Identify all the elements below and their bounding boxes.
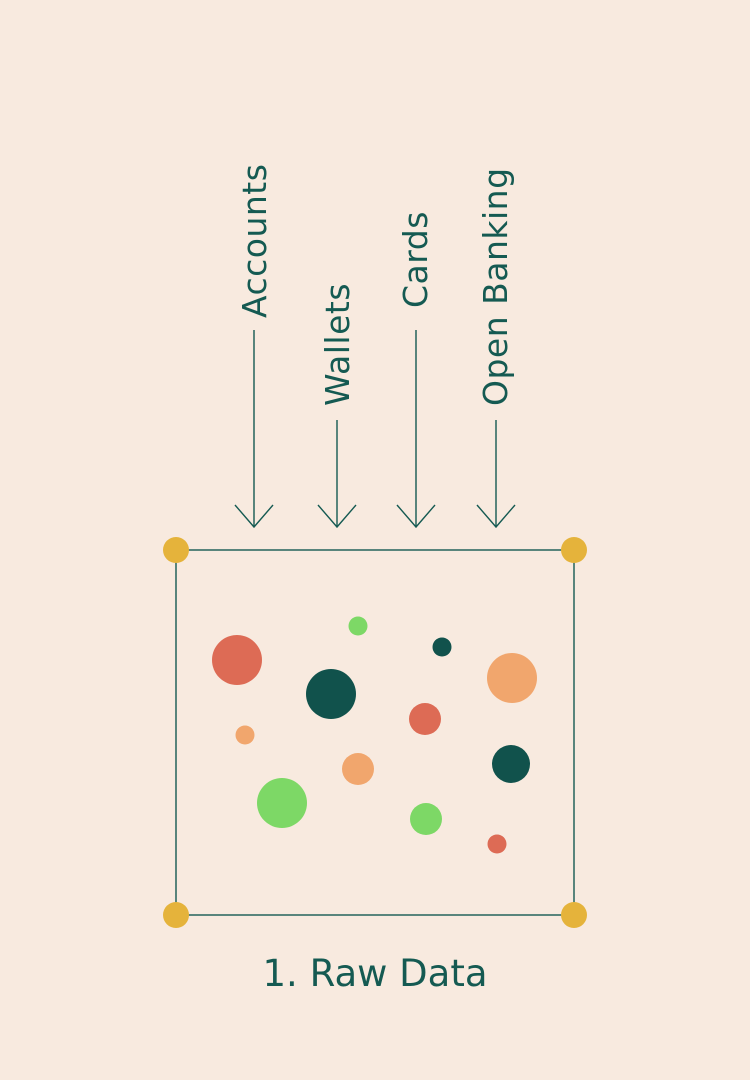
arrow-open-banking: [476, 420, 516, 529]
source-label-accounts: Accounts: [235, 164, 274, 318]
corner-marker-bottom-left: [163, 902, 189, 928]
data-dot: [342, 753, 374, 785]
data-dot: [492, 745, 530, 783]
source-label-wallets: Wallets: [318, 283, 357, 406]
corner-marker-bottom-right: [561, 902, 587, 928]
source-label-open-banking: Open Banking: [476, 167, 515, 406]
data-dot: [257, 778, 307, 828]
data-dot: [348, 616, 368, 636]
data-dot: [487, 834, 507, 854]
arrow-accounts: [234, 330, 274, 529]
corner-marker-top-left: [163, 537, 189, 563]
source-label-cards: Cards: [396, 211, 435, 308]
data-dot: [409, 703, 441, 735]
data-dot: [306, 669, 356, 719]
arrow-wallets: [317, 420, 357, 529]
corner-marker-top-right: [561, 537, 587, 563]
data-dot: [432, 637, 452, 657]
stage-caption: 1. Raw Data: [263, 952, 488, 995]
data-dot: [235, 725, 255, 745]
data-dot: [212, 635, 262, 685]
data-dot: [487, 653, 537, 703]
data-dot: [410, 803, 442, 835]
arrow-cards: [396, 330, 436, 529]
data-box: [175, 549, 575, 916]
